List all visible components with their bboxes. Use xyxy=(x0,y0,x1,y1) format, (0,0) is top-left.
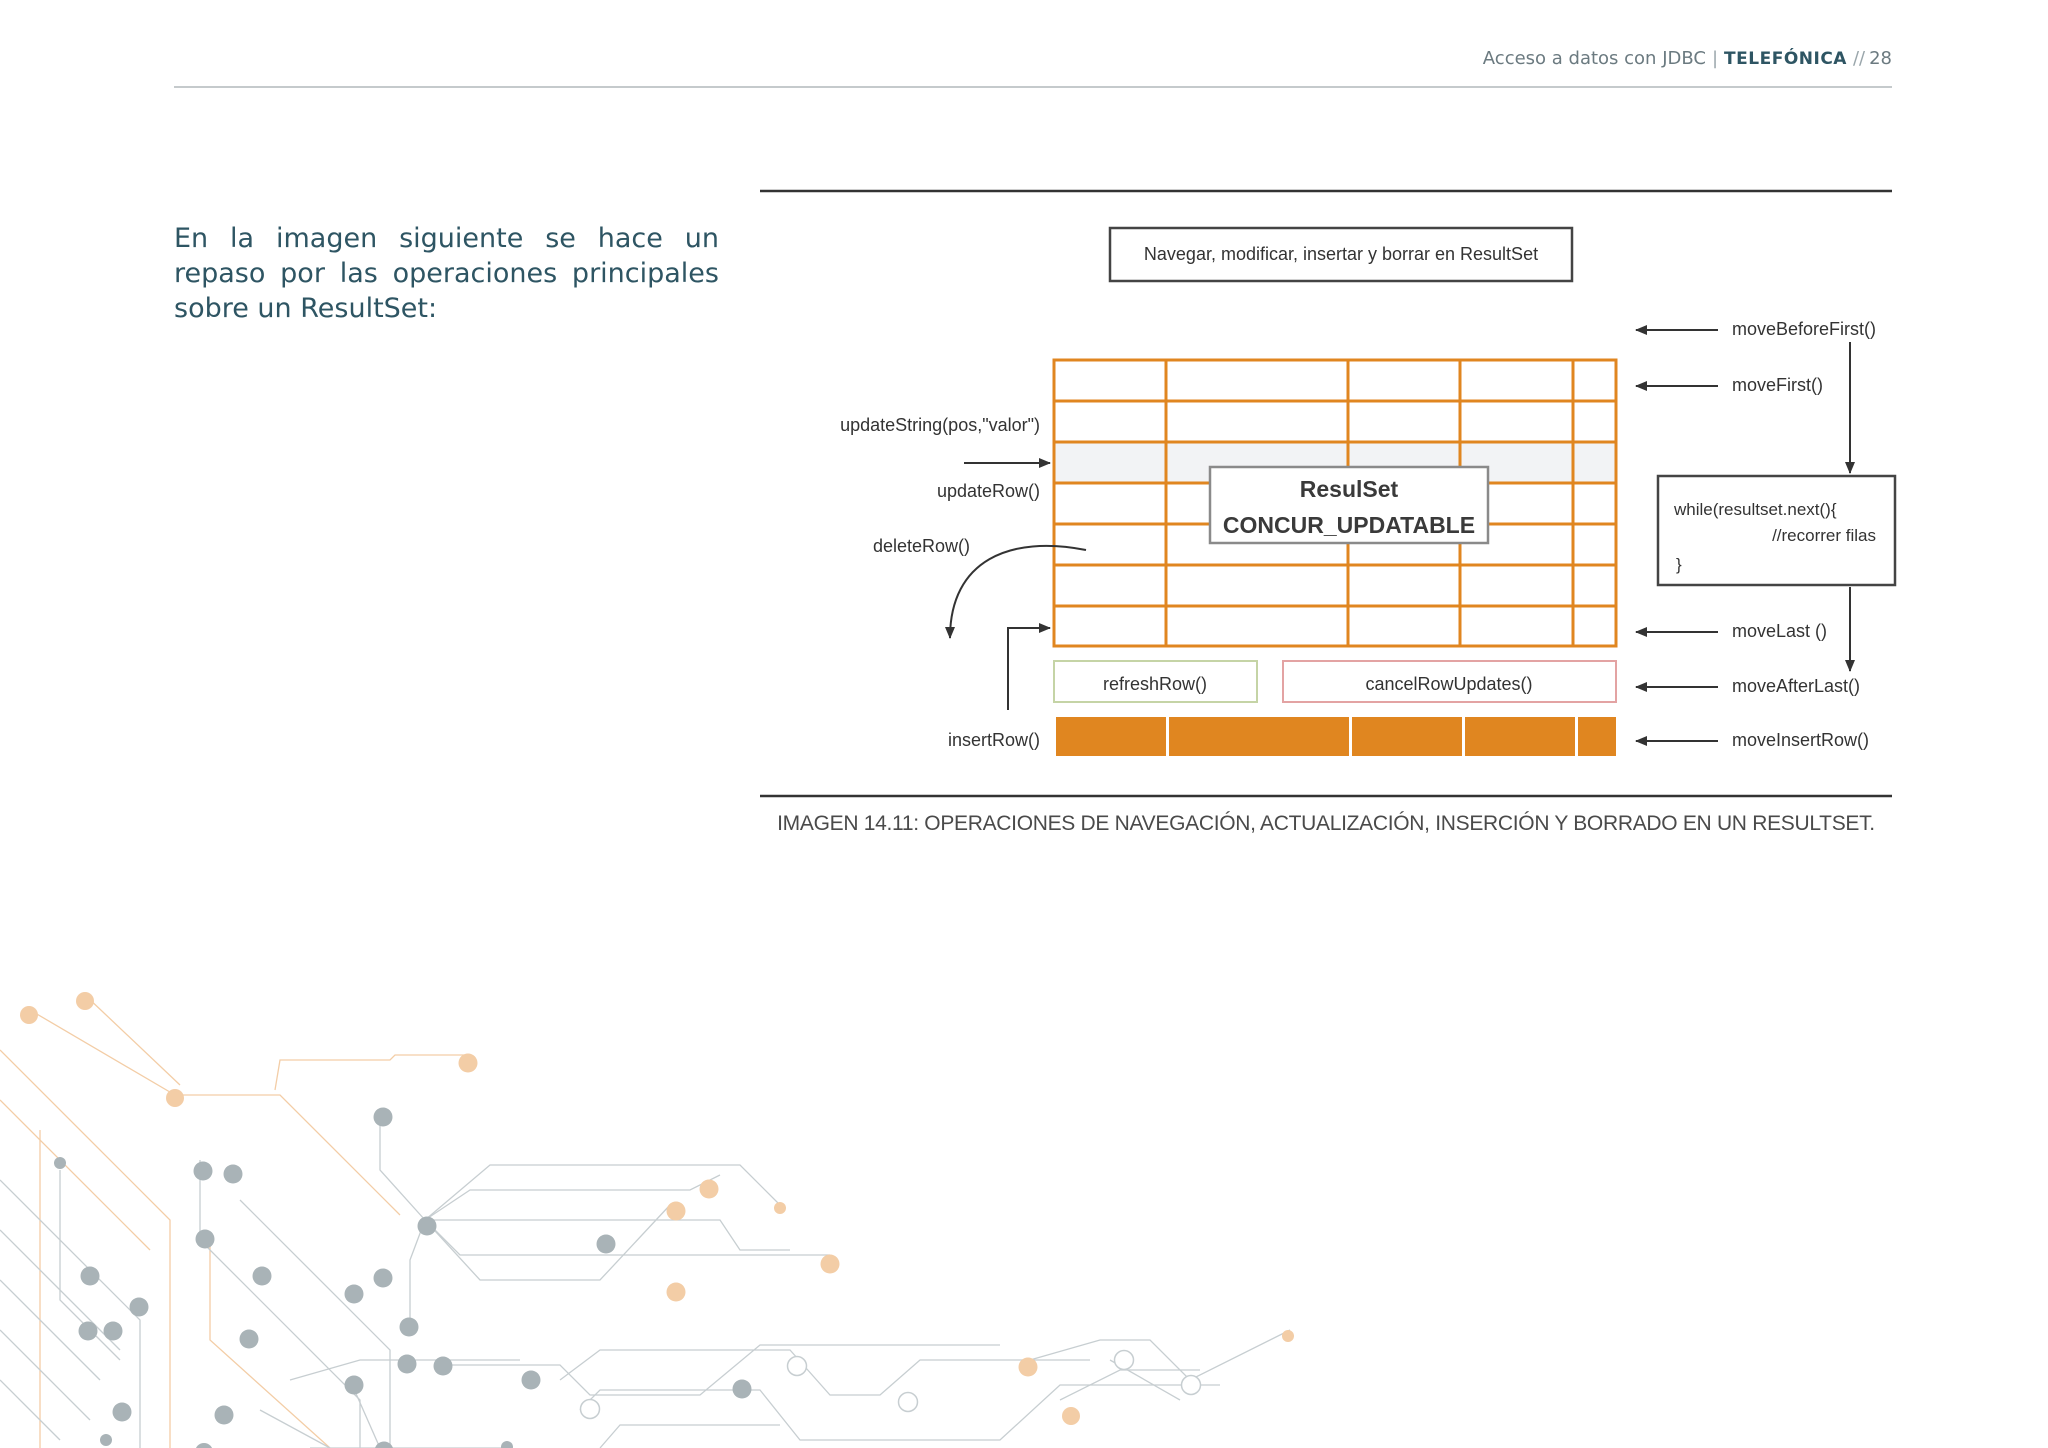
circuit-decoration xyxy=(0,992,1294,1448)
page-header: Acceso a datos con JDBC|TELEFÓNICA//28 xyxy=(1483,48,1892,69)
figure-title-box: Navegar, modificar, insertar y borrar en… xyxy=(1108,226,1574,283)
move-before-first-label: moveBeforeFirst() xyxy=(1732,319,1876,339)
document-title: Acceso a datos con JDBC xyxy=(1482,48,1706,69)
update-string-label: updateString(pos,"valor") xyxy=(840,415,1040,435)
insert-row-label: insertRow() xyxy=(948,730,1040,750)
insert-row-bar xyxy=(1056,717,1616,756)
loop-code-line-1: while(resultset.next(){ xyxy=(1673,500,1837,519)
concurrency-mode: CONCUR_UPDATABLE xyxy=(1223,512,1475,538)
refresh-row-label: refreshRow() xyxy=(1103,674,1207,694)
resultset-label-box: ResulSet CONCUR_UPDATABLE xyxy=(1208,465,1490,545)
figure-caption: IMAGEN 14.11: OPERACIONES DE NAVEGACIÓN,… xyxy=(777,812,1875,835)
delete-row-arrow xyxy=(945,544,1087,639)
loop-code-line-2: //recorrer filas xyxy=(1772,526,1876,545)
cancel-row-updates-label: cancelRowUpdates() xyxy=(1365,674,1532,694)
brand-name: TELEFÓNICA xyxy=(1724,49,1847,69)
insert-row-arrow xyxy=(1007,623,1051,710)
move-insert-row-label: moveInsertRow() xyxy=(1732,730,1869,750)
figure-title: Navegar, modificar, insertar y borrar en… xyxy=(1144,244,1538,264)
page-number: 28 xyxy=(1869,48,1892,69)
header-slash: // xyxy=(1852,48,1866,69)
refresh-row-box: refreshRow() xyxy=(1053,660,1258,703)
resultset-name: ResulSet xyxy=(1300,476,1399,502)
update-row-label: updateRow() xyxy=(937,481,1040,501)
delete-row-label: deleteRow() xyxy=(873,536,970,556)
cancel-row-updates-box: cancelRowUpdates() xyxy=(1282,660,1617,703)
header-separator: | xyxy=(1711,48,1719,69)
intro-paragraph: En la imagen siguiente se hace un repaso… xyxy=(174,223,719,324)
move-after-last-label: moveAfterLast() xyxy=(1732,676,1860,696)
loop-code-box: while(resultset.next(){ //recorrer filas… xyxy=(1656,474,1897,587)
move-first-label: moveFirst() xyxy=(1732,375,1823,395)
loop-code-line-3: } xyxy=(1676,555,1682,574)
move-last-label: moveLast () xyxy=(1732,621,1827,641)
header-rule xyxy=(174,86,1892,88)
